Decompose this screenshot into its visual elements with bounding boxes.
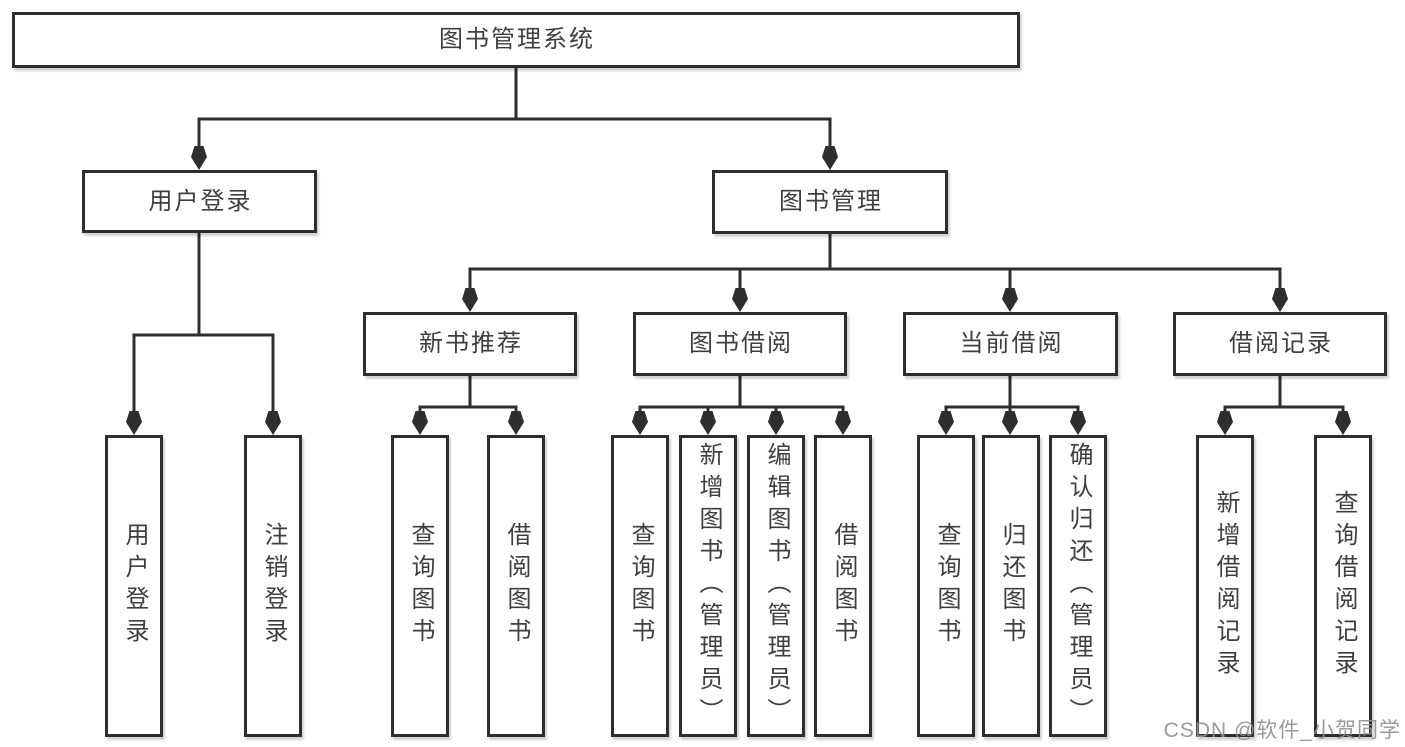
arrowhead xyxy=(632,411,648,435)
arrowhead xyxy=(265,411,281,435)
leaf-borrow-books-label: 借阅图书 xyxy=(830,522,857,650)
leaf-logout-label: 注销登录 xyxy=(260,522,287,650)
leaf-add-books-admin: 新增图书（管理员） xyxy=(679,435,737,737)
arrowhead xyxy=(412,411,428,435)
csdn-watermark: CSDN @软件_小贺同学 xyxy=(1163,719,1401,742)
arrowhead xyxy=(1002,411,1018,435)
node-book-management-label: 图书管理 xyxy=(779,188,883,216)
leaf-add-borrow-record: 新增借阅记录 xyxy=(1196,435,1254,737)
arrowhead xyxy=(835,411,851,435)
arrowhead xyxy=(1002,288,1018,312)
leaf-recommend-borrow-books: 借阅图书 xyxy=(487,435,545,737)
node-root-system: 图书管理系统 xyxy=(12,12,1020,68)
leaf-current-query-books-label: 查询图书 xyxy=(933,522,960,650)
leaf-borrow-books: 借阅图书 xyxy=(814,435,872,737)
leaf-add-books-admin-label: 新增图书（管理员） xyxy=(695,442,722,730)
arrowhead xyxy=(938,411,954,435)
leaf-current-query-books: 查询图书 xyxy=(917,435,975,737)
leaf-recommend-query-books-label: 查询图书 xyxy=(407,522,434,650)
leaf-borrowing-query-books-label: 查询图书 xyxy=(627,522,654,650)
arrowhead xyxy=(191,146,207,170)
node-book-borrowing: 图书借阅 xyxy=(633,312,847,376)
node-current-borrowing: 当前借阅 xyxy=(903,312,1118,376)
node-user-login-label: 用户登录 xyxy=(148,187,253,215)
node-root-system-label: 图书管理系统 xyxy=(439,26,595,54)
leaf-edit-books-admin: 编辑图书（管理员） xyxy=(747,435,805,737)
arrowhead xyxy=(700,411,716,435)
arrowhead xyxy=(768,411,784,435)
arrowhead xyxy=(732,288,748,312)
arrowhead xyxy=(1272,288,1288,312)
leaf-confirm-return-admin-label: 确认归还（管理员） xyxy=(1065,442,1092,730)
leaf-logout: 注销登录 xyxy=(244,435,302,737)
leaf-user-login-label: 用户登录 xyxy=(121,522,148,650)
leaf-confirm-return-admin: 确认归还（管理员） xyxy=(1049,435,1107,737)
leaf-edit-books-admin-label: 编辑图书（管理员） xyxy=(763,442,790,730)
node-book-management: 图书管理 xyxy=(712,170,948,234)
node-borrowing-records: 借阅记录 xyxy=(1173,312,1387,376)
arrowhead xyxy=(822,146,838,170)
node-book-borrowing-label: 图书借阅 xyxy=(689,330,793,358)
node-user-login: 用户登录 xyxy=(82,170,317,233)
arrowheads xyxy=(126,146,1351,435)
arrowhead xyxy=(462,288,478,312)
leaf-add-borrow-record-label: 新增借阅记录 xyxy=(1212,490,1239,682)
node-borrowing-records-label: 借阅记录 xyxy=(1229,330,1333,358)
arrowhead xyxy=(1217,411,1233,435)
leaf-recommend-query-books: 查询图书 xyxy=(391,435,449,737)
node-current-borrowing-label: 当前借阅 xyxy=(959,330,1064,358)
leaf-recommend-borrow-books-label: 借阅图书 xyxy=(503,522,530,650)
leaf-return-books: 归还图书 xyxy=(982,435,1040,737)
leaf-user-login: 用户登录 xyxy=(105,435,163,737)
arrowhead xyxy=(126,411,142,435)
leaf-return-books-label: 归还图书 xyxy=(998,522,1025,650)
leaf-borrowing-query-books: 查询图书 xyxy=(611,435,669,737)
leaf-query-borrow-record-label: 查询借阅记录 xyxy=(1330,490,1357,682)
leaf-query-borrow-record: 查询借阅记录 xyxy=(1314,435,1372,737)
arrowhead xyxy=(1335,411,1351,435)
node-new-book-recommend: 新书推荐 xyxy=(363,312,577,376)
arrowhead xyxy=(1070,411,1086,435)
arrowhead xyxy=(508,411,524,435)
node-new-book-recommend-label: 新书推荐 xyxy=(419,330,523,358)
